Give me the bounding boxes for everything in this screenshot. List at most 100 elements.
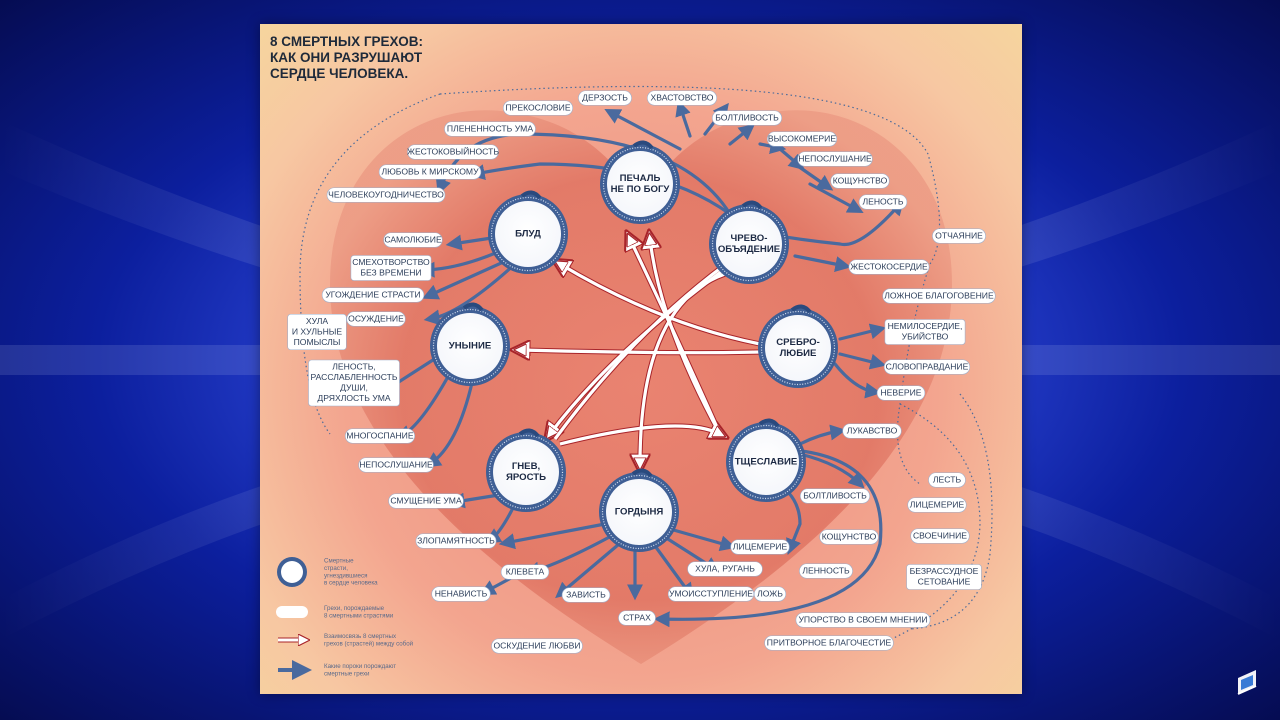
vice-label-line: ПРИТВОРНОЕ БЛАГОЧЕСТИЕ <box>767 637 892 647</box>
vice-strah: СТРАХ <box>618 610 656 626</box>
vice-label-line: ЛЕНОСТЬ <box>862 196 903 206</box>
vice-box <box>503 100 574 116</box>
sin-gnev: ГНЕВ,ЯРОСТЬ <box>486 428 566 512</box>
vice-label-line: СВОЕЧИНИЕ <box>913 530 967 540</box>
sin-ring-pattern <box>488 434 564 510</box>
vice-label-line: НЕНАВИСТЬ <box>435 588 488 598</box>
vice-box <box>578 90 632 106</box>
vice-otchayanie: ОТЧАЯНИЕ <box>932 228 986 244</box>
vice-label-line: БЕЗРАССУДНОЕ <box>910 566 979 576</box>
vice-box <box>797 151 873 167</box>
vice-label-line: НЕПОСЛУШАНИЕ <box>359 459 433 469</box>
vice-uporstvo: УПОРСТВО В СВОЕМ МНЕНИИ <box>795 612 931 628</box>
vice-derzost: ДЕРЗОСТЬ <box>578 90 632 106</box>
vice-umoisstuplenie: УМОИССТУПЛЕНИЕ <box>667 586 755 602</box>
legend-text-line: смертные грехи <box>324 670 370 677</box>
vice-box <box>491 638 583 654</box>
vice-label-line: И ХУЛЬНЫЕ <box>292 326 343 336</box>
vice-kleveta: КЛЕВЕТА <box>500 564 550 580</box>
vice-box <box>883 359 971 375</box>
vice-label-line: ЗЛОПАМЯТНОСТЬ <box>417 535 495 545</box>
vice-label-line: УПОРСТВО В СВОЕМ МНЕНИИ <box>798 614 927 624</box>
vice-boltlivost1: БОЛТЛИВОСТЬ <box>711 110 782 126</box>
legend-text-line: угнездившиеся <box>324 572 367 579</box>
vice-samolyubie: САМОЛЮБИЕ <box>383 232 443 248</box>
serpent-head-icon <box>631 468 653 478</box>
vice-osuzhdenie: ОСУЖДЕНИЕ <box>346 311 406 327</box>
legend-text-line: Какие пороки порождают <box>324 663 396 670</box>
sin-label-line: ОБЪЯДЕНИЕ <box>718 244 781 255</box>
vice-zlopamyatnost: ЗЛОПАМЯТНОСТЬ <box>415 533 497 549</box>
sin-label-line: ЧРЕВО- <box>731 233 768 244</box>
serpent-head-icon <box>741 200 763 210</box>
vice-label-line: КОЩУНСТВО <box>833 175 888 185</box>
vice-label-line: СЛОВОПРАВДАНИЕ <box>886 361 969 371</box>
sin-disc <box>607 151 673 217</box>
serpent-head-icon <box>758 418 780 428</box>
vice-nemiloserdie: НЕМИЛОСЕРДИЕ,УБИЙСТВО <box>884 319 966 345</box>
vice-hvastovstvo: ХВАСТОВСТВО <box>646 90 717 106</box>
vice-box <box>830 173 890 189</box>
vice-label-line: ЛИЦЕМЕРИЕ <box>733 541 788 551</box>
vice-box <box>500 564 550 580</box>
vice-label-line: ВЫСОКОМЕРИЕ <box>768 133 836 143</box>
title-line-1: 8 СМЕРТНЫХ ГРЕХОВ: <box>270 34 423 49</box>
vice-box <box>345 428 416 444</box>
vice-box <box>928 472 966 488</box>
vice-label-line: СМУЩЕНИЕ УМА <box>390 495 462 505</box>
vice-box <box>799 488 870 504</box>
vice-box <box>407 144 499 160</box>
vice-box <box>667 586 755 602</box>
sin-ring-pattern <box>760 310 836 386</box>
vice-label-line: МНОГОСПАНИЕ <box>346 430 413 440</box>
vice-label-line: ЛУКАВСТВО <box>847 425 898 435</box>
sin-ring-pattern <box>711 206 787 282</box>
legend-pill-icon <box>276 606 308 618</box>
vice-label-line: ЗАВИСТЬ <box>566 589 606 599</box>
vice-vysokomerie: ВЫСОКОМЕРИЕ <box>766 131 837 147</box>
sin-label-line: ЛЮБИЕ <box>780 348 817 359</box>
legend-text-line: Грехи, порождаемые <box>324 605 385 612</box>
poster-title: 8 СМЕРТНЫХ ГРЕХОВ: КАК ОНИ РАЗРУШАЮТ СЕР… <box>270 34 470 82</box>
legend-text-line: 8 смертными страстями <box>324 612 394 619</box>
vice-box <box>415 533 497 549</box>
legend-text-line: грехов (страстей) между собой <box>324 640 414 647</box>
serpent-head-icon <box>462 302 484 312</box>
legend-text-line: в сердце человека <box>324 580 378 587</box>
vice-lenost1: ЛЕНОСТЬ <box>858 194 908 210</box>
sin-label-line: ЯРОСТЬ <box>506 472 546 483</box>
vice-box <box>646 90 717 106</box>
vice-label-line: ХВАСТОВСТВО <box>651 92 714 102</box>
vice-pritvornoe: ПРИТВОРНОЕ БЛАГОЧЕСТИЕ <box>764 635 894 651</box>
vice-label-line: СМЕХОТВОРСТВО <box>352 257 430 267</box>
vice-label-line: ХУЛА, РУГАНЬ <box>695 563 755 573</box>
serpent-head-icon <box>632 140 654 150</box>
vice-label-line: ЖЕСТОКОСЕРДИЕ <box>850 261 928 271</box>
vice-label-line: НЕПОСЛУШАНИЕ <box>798 153 872 163</box>
vice-label-line: ПОМЫСЛЫ <box>294 337 341 347</box>
vice-box <box>358 457 434 473</box>
sin-label-line: ТЩЕСЛАВИЕ <box>735 457 798 468</box>
vice-label-line: УБИЙСТВО <box>902 331 949 342</box>
vice-osuzhdenie_lyubvi: ОСКУДЕНИЕ ЛЮБВИ <box>491 638 583 654</box>
vice-box <box>906 564 982 590</box>
vice-label-line: ОСКУДЕНИЕ ЛЮБВИ <box>494 640 581 650</box>
vice-lest: ЛЕСТЬ <box>928 472 966 488</box>
vice-box <box>431 586 491 602</box>
vice-label-line: НЕМИЛОСЕРДИЕ, <box>888 321 963 331</box>
vice-slovopravdanie: СЛОВОПРАВДАНИЕ <box>883 359 971 375</box>
sin-blud: БЛУД <box>488 190 568 274</box>
vice-label-line: ДУШИ, <box>340 383 368 393</box>
sin-label-line: ПЕЧАЛЬ <box>620 173 661 184</box>
vice-lyubov: ЛЮБОВЬ К МИРСКОМУ <box>378 164 482 180</box>
vice-box <box>884 319 966 345</box>
vice-lozhnoe: ЛОЖНОЕ БЛАГОГОВЕНИЕ <box>882 288 996 304</box>
vice-label-line: ОТЧАЯНИЕ <box>935 230 983 240</box>
